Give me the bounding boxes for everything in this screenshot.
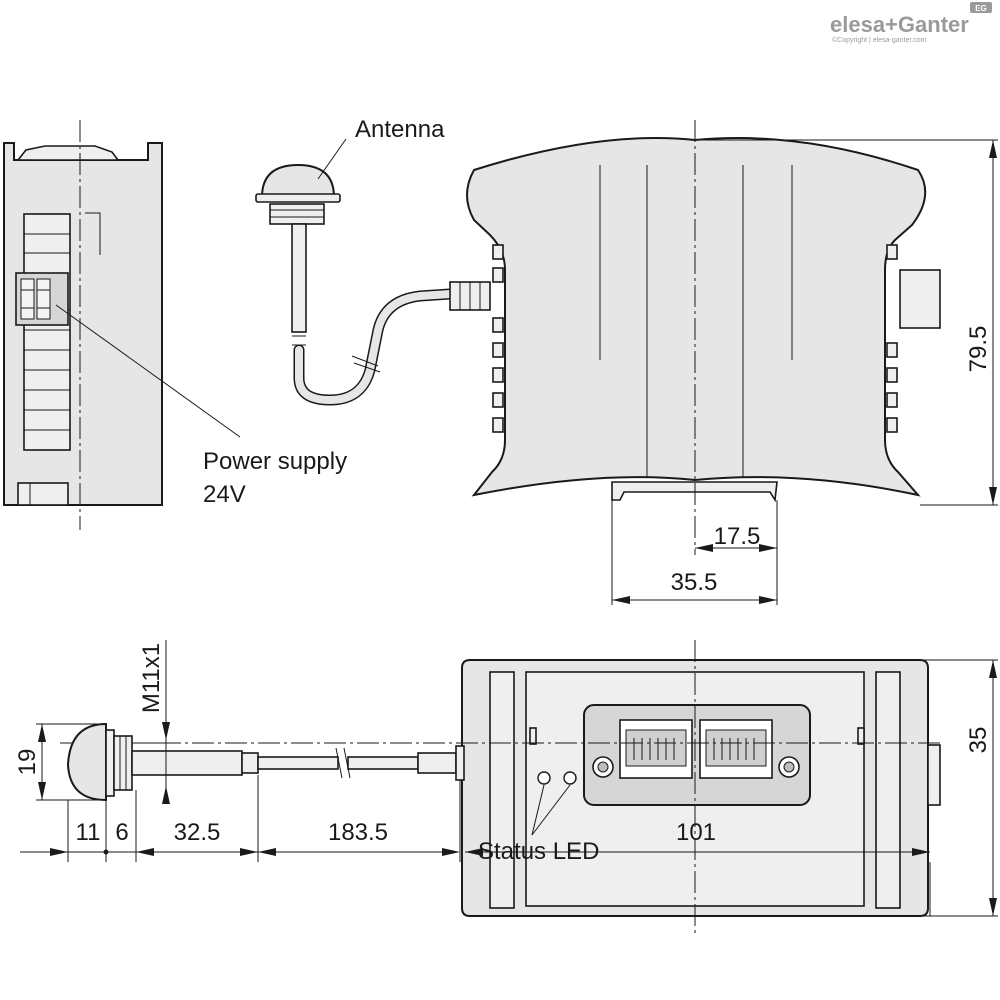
front-view-left-tabs — [492, 244, 504, 433]
brand-name: elesa+Ganter — [830, 12, 969, 37]
dim-thread: M11x1 — [138, 643, 165, 713]
ethernet-port-left — [619, 719, 693, 779]
power-supply-leader — [55, 304, 241, 438]
top-view-latch-left — [529, 727, 537, 745]
depth-dimension: 35 — [920, 659, 998, 917]
antenna-side-view — [66, 722, 465, 802]
antenna-side-flange — [105, 729, 115, 797]
antenna-side-ferrule — [241, 752, 259, 774]
top-view-left-rail — [489, 671, 515, 909]
dim-antenna-rod: 32.5 — [174, 819, 221, 846]
brand-logo: elesa+Ganter ©Copyright | elesa-ganter.c… — [830, 2, 992, 44]
brand-copyright: ©Copyright | elesa-ganter.com — [832, 36, 927, 44]
front-view-side-connector — [899, 269, 941, 329]
antenna-nut — [269, 203, 325, 225]
antenna-side-connector — [417, 752, 457, 774]
antenna-side-connector-base — [455, 745, 465, 781]
status-led-1 — [537, 771, 551, 785]
dim-cable: 183.5 — [328, 819, 388, 846]
front-view-housing — [466, 137, 927, 497]
antenna-side-cable-2 — [347, 756, 419, 770]
front-view-right-tabs — [886, 244, 898, 433]
power-supply-terminal — [15, 272, 69, 326]
dim-depth: 35 — [965, 727, 992, 754]
antenna-side-rod — [131, 750, 243, 776]
front-view-vertical-lines — [599, 165, 793, 478]
antenna-top-view — [255, 163, 491, 406]
power-supply-label: Power supply — [203, 448, 347, 475]
ethernet-port-right — [699, 719, 773, 779]
front-view — [466, 120, 941, 555]
length-chain-dimensions: 11 6 32.5 183.5 101 — [20, 775, 931, 916]
top-view-side-stub — [927, 744, 941, 806]
thread-dimension: M11x1 — [132, 640, 176, 804]
antenna-side-cable-1 — [257, 756, 339, 770]
dim-rail-offset: 17.5 — [714, 523, 761, 550]
top-view — [60, 640, 941, 935]
side-view — [3, 120, 163, 530]
antenna-diameter-dimension: 19 — [14, 723, 104, 801]
rail-dimensions: 17.5 35.5 — [611, 500, 778, 605]
brand-badge — [970, 2, 992, 13]
antenna-rod — [291, 223, 307, 333]
dim-rail-width: 35.5 — [671, 569, 718, 596]
antenna-flange — [255, 193, 341, 203]
antenna-side-dome — [66, 722, 107, 802]
status-led-2 — [563, 771, 577, 785]
side-view-detail — [85, 212, 101, 255]
antenna-dome — [260, 163, 336, 198]
power-supply-voltage-label: 24V — [203, 481, 246, 508]
side-view-ribs — [23, 213, 71, 451]
antenna-label: Antenna — [355, 116, 445, 143]
side-view-rib-lines — [24, 233, 70, 431]
dim-antenna-head: 11 — [76, 819, 101, 846]
dim-nut: 6 — [115, 819, 128, 846]
side-view-top-connector — [16, 145, 120, 161]
antenna-leader — [317, 138, 347, 180]
status-led-leader-1 — [531, 784, 545, 836]
dim-width: 101 — [676, 819, 716, 846]
top-view-latch-right — [857, 727, 865, 745]
dim-height: 79.5 — [965, 326, 992, 373]
dim-antenna-diameter: 19 — [14, 749, 41, 776]
height-dimension: 79.5 — [690, 139, 998, 506]
panel-screw-left — [592, 756, 614, 778]
antenna-side-nut — [113, 735, 133, 791]
side-view-bottom-clip — [17, 482, 69, 506]
top-view-right-rail — [875, 671, 901, 909]
brand-badge-text: EG — [975, 4, 987, 13]
status-led-leader-2 — [531, 784, 571, 836]
panel-screw-right — [778, 756, 800, 778]
ethernet-panel — [583, 704, 811, 806]
